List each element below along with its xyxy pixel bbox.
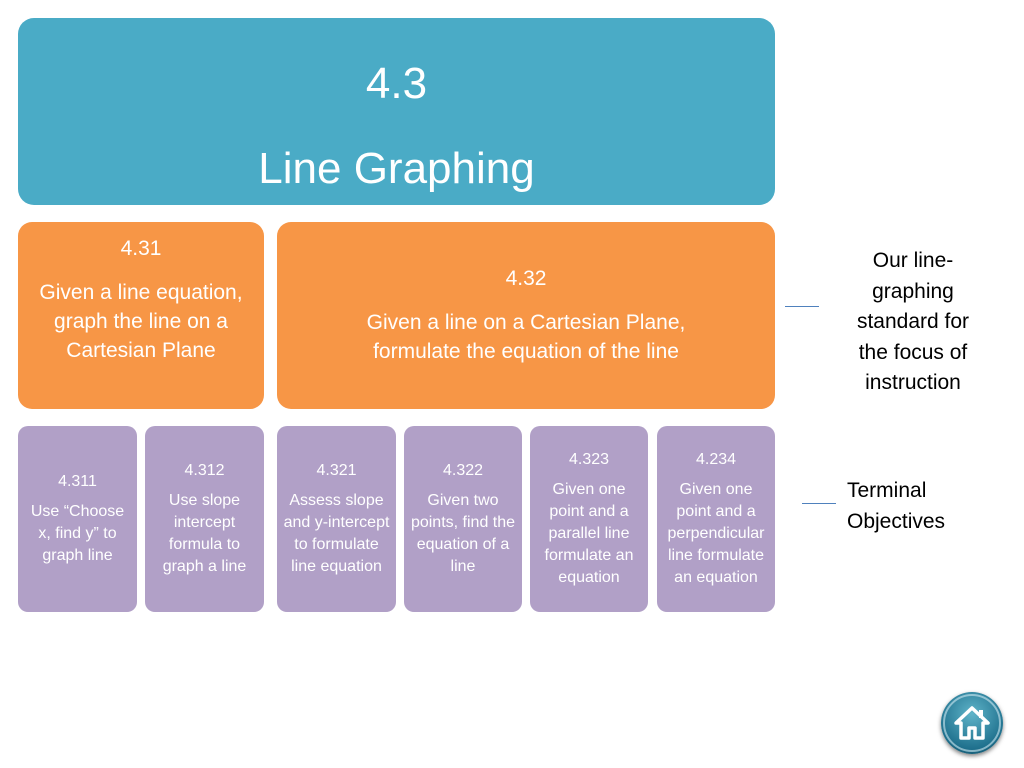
objective-node: 4.322 Given two points, find the equatio…: [404, 426, 522, 612]
objectives-note: Terminal Objectives: [847, 476, 997, 537]
objective-node: 4.311 Use “Choose x, find y” to graph li…: [18, 426, 137, 612]
objective-text: Given two points, find the equation of a…: [410, 492, 516, 575]
standard-node-4-32: 4.32 Given a line on a Cartesian Plane, …: [277, 222, 775, 409]
standard-text: Given a line equation, graph the line on…: [39, 281, 243, 362]
standard-note-line: standard for: [856, 310, 970, 333]
objective-node: 4.323 Given one point and a parallel lin…: [530, 426, 648, 612]
standard-note-connector: [785, 306, 819, 307]
objective-code: 4.323: [568, 451, 610, 468]
objective-code: 4.321: [316, 462, 357, 479]
root-code: 4.3: [365, 59, 428, 108]
root-node: 4.3 Line Graphing: [18, 18, 775, 205]
standard-node-4-31: 4.31 Given a line equation, graph the li…: [18, 222, 264, 409]
objectives-note-line: Objectives: [847, 509, 946, 533]
objectives-note-connector: [802, 503, 836, 504]
standard-note-line: instruction: [865, 371, 961, 394]
objective-text: Use slope intercept formula to graph a l…: [162, 492, 247, 575]
standard-code: 4.32: [505, 267, 547, 290]
standard-note: Our line- graphing standard for the focu…: [830, 246, 996, 399]
standard-note-line: Our line-: [872, 249, 954, 272]
objective-code: 4.311: [58, 473, 97, 490]
objective-node: 4.312 Use slope intercept formula to gra…: [145, 426, 264, 612]
standard-note-line: graphing: [872, 279, 954, 303]
objective-text: Use “Choose x, find y” to graph line: [30, 503, 125, 564]
standard-text: Given a line on a Cartesian Plane, formu…: [366, 311, 686, 363]
root-title: Line Graphing: [258, 144, 535, 193]
objective-node: 4.321 Assess slope and y-intercept to fo…: [277, 426, 396, 612]
objective-node: 4.234 Given one point and a perpendicula…: [657, 426, 775, 612]
objective-text: Assess slope and y-intercept to formulat…: [283, 492, 390, 575]
objective-text: Given one point and a perpendicular line…: [667, 481, 765, 586]
objectives-note-line: Terminal: [847, 479, 927, 502]
standard-note-line: the focus of: [858, 340, 968, 364]
home-icon: [943, 694, 1001, 752]
objective-text: Given one point and a parallel line form…: [544, 481, 634, 586]
objective-code: 4.322: [442, 462, 484, 479]
home-button[interactable]: [941, 692, 1003, 754]
standard-code: 4.31: [120, 237, 162, 260]
objective-code: 4.312: [184, 462, 225, 479]
objective-code: 4.234: [695, 451, 737, 468]
